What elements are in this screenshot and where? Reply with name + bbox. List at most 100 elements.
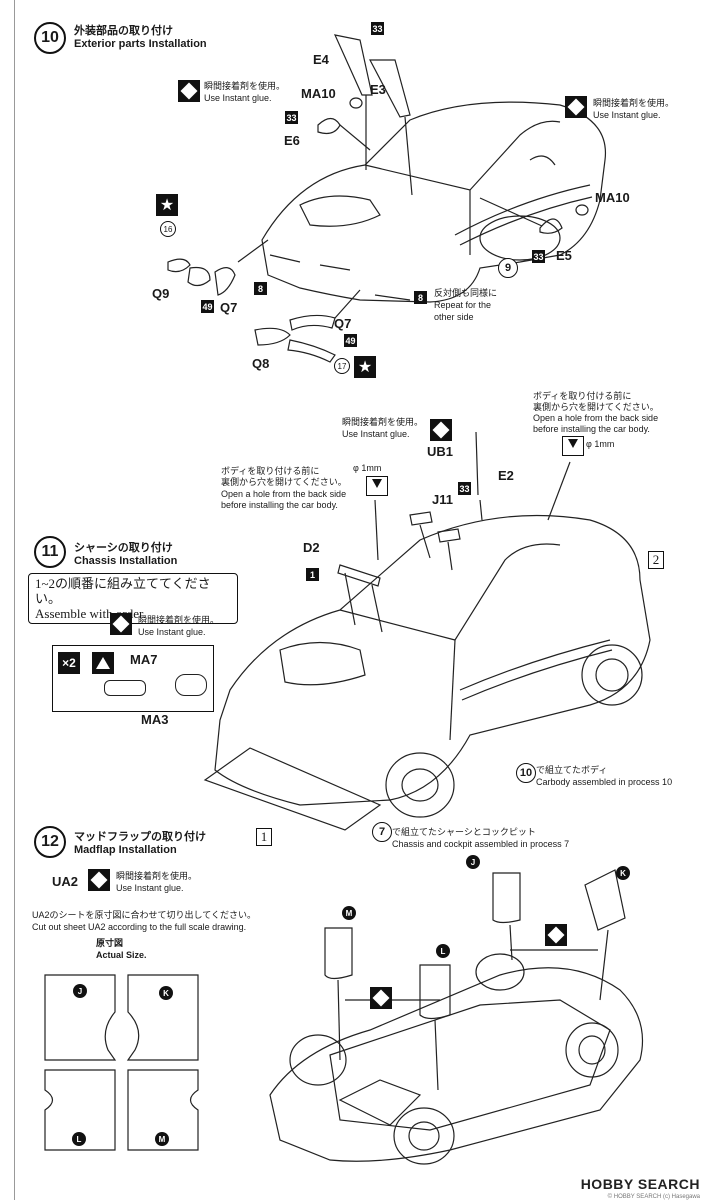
ref-step-10: 10 (516, 763, 536, 783)
repeat-note-en: Repeat for the (434, 300, 492, 310)
triangle-icon (92, 652, 114, 674)
star-icon: ★ (354, 356, 376, 378)
step-12-title-jp: マッドフラップの取り付け (74, 831, 206, 843)
part-q7-label: Q7 (220, 300, 238, 315)
part-9-label: 9 (498, 258, 518, 278)
paint-code-49: 49 (201, 300, 214, 313)
glue-note-jp: 瞬間接着剤を使用。 (342, 417, 424, 427)
step-11-title-en: Chassis Installation (74, 555, 178, 567)
glue-diamond-icon (565, 96, 587, 118)
flap-m-label: M (342, 906, 356, 920)
glue-note-en: Use Instant glue. (593, 110, 661, 120)
cutout-l-label: L (72, 1132, 86, 1146)
quantity-x2-badge: ×2 (58, 652, 80, 674)
paint-code-49: 49 (344, 334, 357, 347)
hole-note-en-2: before installing the car body. (221, 500, 338, 510)
glue-note-jp: 瞬間接着剤を使用。 (138, 615, 220, 625)
part-d2-label: D2 (303, 540, 320, 555)
glue-note-en: Use Instant glue. (204, 93, 272, 103)
page-border (14, 0, 15, 1200)
flap-l-label: L (436, 944, 450, 958)
part-ub1-label: UB1 (427, 444, 454, 459)
carbody-note-en: Carbody assembled in process 10 (536, 777, 673, 787)
glue-note-en: Use Instant glue. (116, 883, 184, 893)
order-note-jp: 1~2の順番に組み立ててください。 (35, 576, 211, 606)
part-e2-label: E2 (498, 468, 514, 483)
cut-note-jp: UA2のシートを原寸図に合わせて切り出してください。 (32, 910, 256, 920)
hole-note-jp-2: 裏側から穴を開けてください。 (221, 477, 347, 487)
paint-code-1: 1 (306, 568, 319, 581)
chassis-note-en: Chassis and cockpit assembled in process… (392, 839, 570, 849)
star-icon: ★ (156, 194, 178, 216)
repeat-note-en-2: other side (434, 312, 474, 322)
repeat-note-jp: 反対側も同様に (434, 288, 498, 298)
assembly-order-note: 1~2の順番に組み立ててください。 Assemble with order. (28, 573, 238, 624)
part-ua2-label: UA2 (52, 874, 79, 889)
step-12-title-en: Madflap Installation (74, 844, 177, 856)
ma-part-drawing (104, 680, 146, 696)
chassis-note-jp: で組立てたシャーシとコックピット (392, 827, 536, 837)
glue-diamond-icon (430, 419, 452, 441)
hole-diameter-left: φ 1mm (353, 463, 382, 473)
step-12-number: 12 (34, 826, 66, 858)
step-11-number: 11 (34, 536, 66, 568)
cut-note-en: Cut out sheet UA2 according to the full … (32, 922, 247, 932)
paint-code-8: 8 (414, 291, 427, 304)
carbody-note-jp: で組立てたボディ (536, 765, 608, 775)
hole-note-jp-2: 裏側から穴を開けてください。 (533, 402, 659, 412)
order-step-1: 1 (256, 828, 272, 846)
cutout-k-label: K (159, 986, 173, 1000)
hole-diameter-right: φ 1mm (586, 439, 615, 449)
part-j11-label: J11 (432, 492, 453, 507)
hole-drill-icon (562, 436, 584, 456)
part-e4-label: E4 (313, 52, 329, 67)
paint-code-8: 8 (254, 282, 267, 295)
glue-note-jp: 瞬間接着剤を使用。 (204, 81, 286, 91)
order-step-2: 2 (648, 551, 664, 569)
ref-step-7: 7 (372, 822, 392, 842)
hole-note-en-1: Open a hole from the back side (533, 413, 659, 423)
paint-code-33: 33 (458, 482, 471, 495)
part-e6-label: E6 (284, 133, 300, 148)
glue-diamond-icon (178, 80, 200, 102)
part-ma7-label: MA7 (130, 652, 158, 667)
hole-note-jp-1: ボディを取り付ける前に (533, 391, 632, 401)
hole-drill-icon (366, 476, 388, 496)
glue-diamond-icon (88, 869, 110, 891)
watermark-credit: © HOBBY SEARCH (c) Hasegawa (607, 1194, 700, 1200)
part-ma10-label: MA10 (301, 86, 336, 101)
cutout-m-label: M (155, 1132, 169, 1146)
paint-code-33: 33 (285, 111, 298, 124)
watermark-logo: HOBBY SEARCH (580, 1176, 700, 1192)
glue-note-en: Use Instant glue. (342, 429, 410, 439)
step-10-title-jp: 外装部品の取り付け (74, 25, 173, 37)
glue-note-jp: 瞬間接着剤を使用。 (116, 871, 198, 881)
paint-code-17: 17 (334, 358, 350, 374)
paint-code-16: 16 (160, 221, 176, 237)
glue-note-en: Use Instant glue. (138, 627, 206, 637)
step-10-title-en: Exterior parts Installation (74, 38, 207, 50)
part-ma10-right-label: MA10 (595, 190, 630, 205)
glue-note-jp: 瞬間接着剤を使用。 (593, 98, 675, 108)
ma-part-assembled-drawing (175, 674, 207, 696)
part-ma3-label: MA3 (141, 712, 169, 727)
step-10-number: 10 (34, 22, 66, 54)
part-e3-label: E3 (370, 82, 386, 97)
hole-note-jp-1: ボディを取り付ける前に (221, 466, 320, 476)
flap-k-label: K (616, 866, 630, 880)
step-11-title-jp: シャーシの取り付け (74, 542, 173, 554)
paint-code-33: 33 (371, 22, 384, 35)
glue-diamond-icon (370, 987, 392, 1009)
hole-note-en-2: before installing the car body. (533, 424, 650, 434)
actual-size-en: Actual Size. (96, 950, 147, 960)
actual-size-jp: 原寸図 (96, 938, 124, 948)
part-q9-label: Q9 (152, 286, 170, 301)
paint-code-33: 33 (532, 250, 545, 263)
part-e5-label: E5 (556, 248, 572, 263)
part-q8-label: Q8 (252, 356, 270, 371)
glue-diamond-icon (545, 924, 567, 946)
glue-diamond-icon (110, 613, 132, 635)
flap-j-label: J (466, 855, 480, 869)
cutout-j-label: J (73, 984, 87, 998)
